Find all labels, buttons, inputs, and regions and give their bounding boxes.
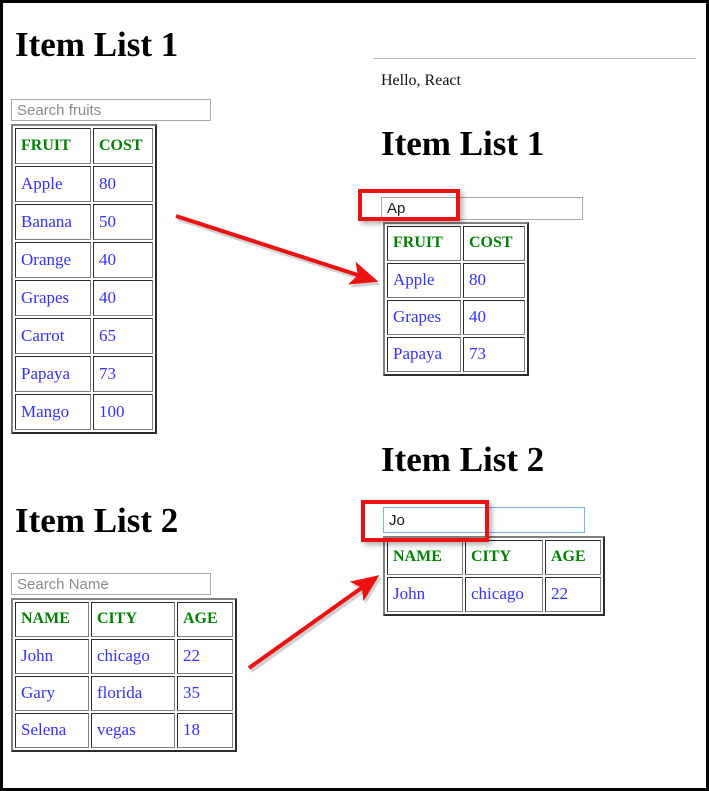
arrow-list2-to-filtered xyxy=(247,575,380,670)
left-search-name-input[interactable] xyxy=(11,573,211,595)
right-search-name-input[interactable] xyxy=(383,507,585,533)
cell-cost: 50 xyxy=(93,204,153,240)
table-row: Carrot 65 xyxy=(15,318,153,354)
table-header-row: FRUIT COST xyxy=(15,128,153,164)
left-name-table: NAME CITY AGE John chicago 22 Gary flori… xyxy=(11,598,237,752)
table-row: Selena vegas 18 xyxy=(15,713,233,748)
greeting-text: Hello, React xyxy=(381,72,461,89)
right-list1-title: Item List 1 xyxy=(381,124,545,163)
cell-name: John xyxy=(15,639,89,674)
left-list1-title: Item List 1 xyxy=(15,25,179,64)
cell-fruit: Orange xyxy=(15,242,91,278)
highlight-box-search-name xyxy=(361,500,489,542)
column-header-age: AGE xyxy=(177,602,233,637)
cell-fruit: Papaya xyxy=(15,356,91,392)
cell-name: John xyxy=(387,577,463,612)
table-header-row: FRUIT COST xyxy=(387,226,525,261)
right-search-fruits-input[interactable] xyxy=(381,197,583,220)
column-header-name: NAME xyxy=(387,540,463,575)
right-list2-title: Item List 2 xyxy=(381,440,545,479)
table-row: Grapes 40 xyxy=(387,300,525,335)
right-fruit-table: FRUIT COST Apple 80 Grapes 40 Papaya 73 xyxy=(383,222,529,376)
column-header-name: NAME xyxy=(15,602,89,637)
cell-name: Gary xyxy=(15,676,89,711)
left-search-fruits-input[interactable] xyxy=(11,99,211,121)
cell-age: 22 xyxy=(177,639,233,674)
column-header-fruit: FRUIT xyxy=(15,128,91,164)
cell-cost: 40 xyxy=(93,280,153,316)
cell-age: 18 xyxy=(177,713,233,748)
cell-cost: 80 xyxy=(93,166,153,202)
column-header-cost: COST xyxy=(93,128,153,164)
highlight-box-search-fruits xyxy=(358,189,460,221)
arrow-list1-to-filtered xyxy=(175,214,379,285)
left-list2-title: Item List 2 xyxy=(15,501,179,540)
cell-fruit: Grapes xyxy=(15,280,91,316)
cell-city: chicago xyxy=(465,577,543,612)
right-name-table: NAME CITY AGE John chicago 22 xyxy=(383,536,605,616)
cell-city: florida xyxy=(91,676,175,711)
left-fruit-table: FRUIT COST Apple 80 Banana 50 Orange 40 … xyxy=(11,124,157,434)
cell-age: 35 xyxy=(177,676,233,711)
table-row: Banana 50 xyxy=(15,204,153,240)
cell-cost: 73 xyxy=(93,356,153,392)
column-header-city: CITY xyxy=(465,540,543,575)
cell-fruit: Mango xyxy=(15,394,91,430)
cell-cost: 80 xyxy=(463,263,525,298)
cell-name: Selena xyxy=(15,713,89,748)
column-header-city: CITY xyxy=(91,602,175,637)
table-row: Orange 40 xyxy=(15,242,153,278)
cell-cost: 40 xyxy=(463,300,525,335)
cell-fruit: Papaya xyxy=(387,337,461,372)
cell-cost: 65 xyxy=(93,318,153,354)
table-row: Grapes 40 xyxy=(15,280,153,316)
table-row: Gary florida 35 xyxy=(15,676,233,711)
cell-city: vegas xyxy=(91,713,175,748)
cell-fruit: Apple xyxy=(387,263,461,298)
cell-cost: 73 xyxy=(463,337,525,372)
table-row: Mango 100 xyxy=(15,394,153,430)
column-header-age: AGE xyxy=(545,540,601,575)
table-row: Papaya 73 xyxy=(15,356,153,392)
cell-fruit: Apple xyxy=(15,166,91,202)
table-row: John chicago 22 xyxy=(387,577,601,612)
table-header-row: NAME CITY AGE xyxy=(15,602,233,637)
arrow-1-shadow xyxy=(177,217,381,288)
cell-cost: 100 xyxy=(93,394,153,430)
cell-cost: 40 xyxy=(93,242,153,278)
panel-divider xyxy=(373,58,696,59)
cell-fruit: Banana xyxy=(15,204,91,240)
table-row: Apple 80 xyxy=(387,263,525,298)
column-header-cost: COST xyxy=(463,226,525,261)
column-header-fruit: FRUIT xyxy=(387,226,461,261)
cell-fruit: Grapes xyxy=(387,300,461,335)
table-header-row: NAME CITY AGE xyxy=(387,540,601,575)
table-row: Apple 80 xyxy=(15,166,153,202)
cell-city: chicago xyxy=(91,639,175,674)
arrow-2-shadow xyxy=(249,578,382,673)
table-row: Papaya 73 xyxy=(387,337,525,372)
table-row: John chicago 22 xyxy=(15,639,233,674)
cell-fruit: Carrot xyxy=(15,318,91,354)
cell-age: 22 xyxy=(545,577,601,612)
